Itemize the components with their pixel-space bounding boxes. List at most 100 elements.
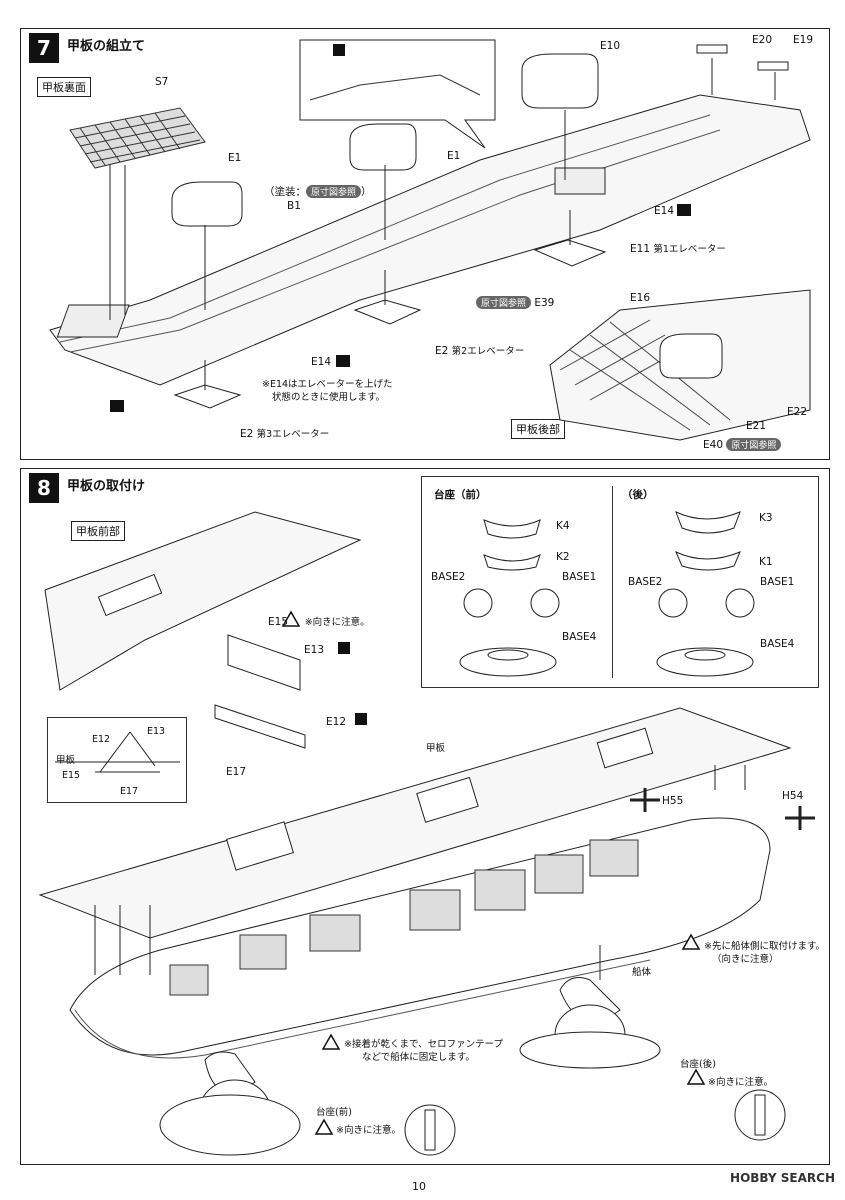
part-e1-right [349, 123, 417, 171]
label-e1-right: E1 [447, 150, 461, 162]
step8-front-tag: 甲板前部 [71, 521, 125, 541]
label-e12: E12 [326, 716, 346, 728]
label-e15-note: ※向きに注意。 [304, 617, 370, 628]
label-k3: K3 [759, 512, 773, 524]
label-e11-sub: 第1エレベーター [653, 244, 726, 255]
ref-pill-e40: 原寸図参照 [726, 438, 782, 451]
hull-shape [69, 817, 771, 1056]
main-deck [38, 707, 792, 939]
label-base2-front: BASE2 [431, 571, 466, 583]
part-e1-left [171, 181, 243, 227]
label-stand-front-bottom: 台座(前) [316, 1107, 352, 1118]
label-hull: 船体 [632, 967, 652, 978]
label-k1: K1 [759, 556, 773, 568]
label-e14-right: E14 [654, 205, 674, 217]
label-e21: E21 [746, 420, 766, 432]
label-base1-front: BASE1 [562, 571, 597, 583]
part-e11 [533, 239, 607, 267]
label-base1-rear: BASE1 [760, 576, 795, 588]
inset-label-e12: E12 [92, 734, 111, 745]
inset-box [47, 717, 187, 803]
step8-title: 甲板の取付け [67, 479, 146, 494]
label-k4: K4 [556, 520, 570, 532]
deck-b1-outline [49, 94, 811, 386]
inset-label-e15: E15 [62, 770, 81, 781]
note-attach-first-2: （向きに注意） [712, 954, 779, 965]
glue-icon-e12 [355, 713, 367, 725]
label-e11: E11 第1エレベーター [630, 241, 726, 255]
label-e22: E22 [787, 406, 807, 418]
page-number: 10 [412, 1180, 426, 1193]
part-e10 [521, 53, 599, 109]
note-stand-front: ※向きに注意。 [336, 1125, 401, 1136]
inset-label-e13: E13 [147, 726, 166, 737]
label-e2-low: E2 第3エレベーター [240, 426, 329, 440]
label-e15-code: E15 [268, 616, 288, 628]
label-k2: K2 [556, 551, 570, 563]
note-tape-2: などで船体に固定します。 [362, 1052, 475, 1063]
note-tape-1: ※接着が乾くまで、セロファンテープ [344, 1039, 504, 1050]
note-e14-line1: ※E14はエレベーターを上げた [262, 379, 393, 390]
note-attach-first-1: ※先に船体側に取付けます。 [704, 941, 826, 952]
part-e2-mid [353, 299, 422, 325]
paint-note-text: （塗装： [264, 186, 306, 198]
label-e17: E17 [226, 766, 246, 778]
flip-icon-e14b [336, 355, 350, 367]
label-e15: E15 ※向きに注意。 [268, 614, 370, 628]
label-deck: 甲板 [426, 743, 446, 754]
label-e14-left: E14 [311, 356, 331, 368]
step8-number: 8 [29, 473, 59, 503]
step7-illustration [49, 39, 811, 441]
note-e14-line2: 状態のときに使用します。 [272, 392, 386, 403]
note-stand-rear: ※向きに注意。 [708, 1077, 773, 1088]
label-e39-code: E39 [534, 297, 555, 309]
warn-triangle-attach [681, 933, 701, 950]
label-stand-front: 台座（前） [434, 489, 487, 501]
label-e20: E20 [752, 34, 772, 46]
label-base4-rear: BASE4 [760, 638, 795, 650]
label-e19: E19 [793, 34, 813, 46]
label-e2-low-sub: 第3エレベーター [256, 429, 330, 440]
label-base4-front: BASE4 [562, 631, 597, 643]
label-e2-mid-sub: 第2エレベーター [451, 346, 525, 357]
cement-icon-1 [333, 44, 345, 56]
label-e39: 原寸図参照 E39 [476, 296, 554, 309]
cement-icon-2 [110, 400, 124, 412]
stand-divider [612, 486, 613, 678]
warn-triangle-rear [686, 1068, 706, 1085]
flip-icon-e14a [677, 204, 691, 216]
label-s7: S7 [155, 76, 169, 88]
label-base2-rear: BASE2 [628, 576, 663, 588]
label-e13: E13 [304, 644, 324, 656]
inset-label-deck: 甲板 [56, 755, 76, 766]
label-stand-rear-bottom: 台座(後) [680, 1059, 716, 1070]
front-deck [44, 511, 362, 691]
callout-bubble [299, 39, 496, 149]
label-e10: E10 [600, 40, 620, 52]
paint-note-close: ） [361, 186, 372, 198]
watermark-text: HOBBY SEARCH [730, 1171, 835, 1185]
label-b1: B1 [287, 200, 301, 212]
label-e16: E16 [630, 292, 650, 304]
label-h55: H55 [662, 795, 684, 807]
step7-number: 7 [29, 33, 59, 63]
part-e2-lower [173, 384, 242, 409]
warn-triangle-front [314, 1118, 334, 1135]
ref-pill-b1: 原寸図参照 [306, 185, 362, 198]
inset-label-e17: E17 [120, 786, 139, 797]
label-e2-low-code: E2 [240, 428, 254, 440]
label-e40: E40 原寸図参照 [703, 438, 782, 451]
step7-title: 甲板の組立て [67, 39, 146, 54]
label-e2-mid-code: E2 [435, 345, 449, 357]
label-b1-paint-note: （塗装：原寸図参照） [264, 184, 372, 199]
ref-pill-e39: 原寸図参照 [476, 296, 532, 309]
warn-triangle-e15 [281, 610, 301, 627]
glue-icon-e13 [338, 642, 350, 654]
step7-underside-tag: 甲板裏面 [37, 77, 91, 97]
warn-triangle-tape [321, 1033, 341, 1050]
label-e2-mid: E2 第2エレベーター [435, 343, 524, 357]
label-stand-rear: （後） [622, 489, 654, 501]
label-e1-left: E1 [228, 152, 242, 164]
label-h54: H54 [782, 790, 804, 802]
